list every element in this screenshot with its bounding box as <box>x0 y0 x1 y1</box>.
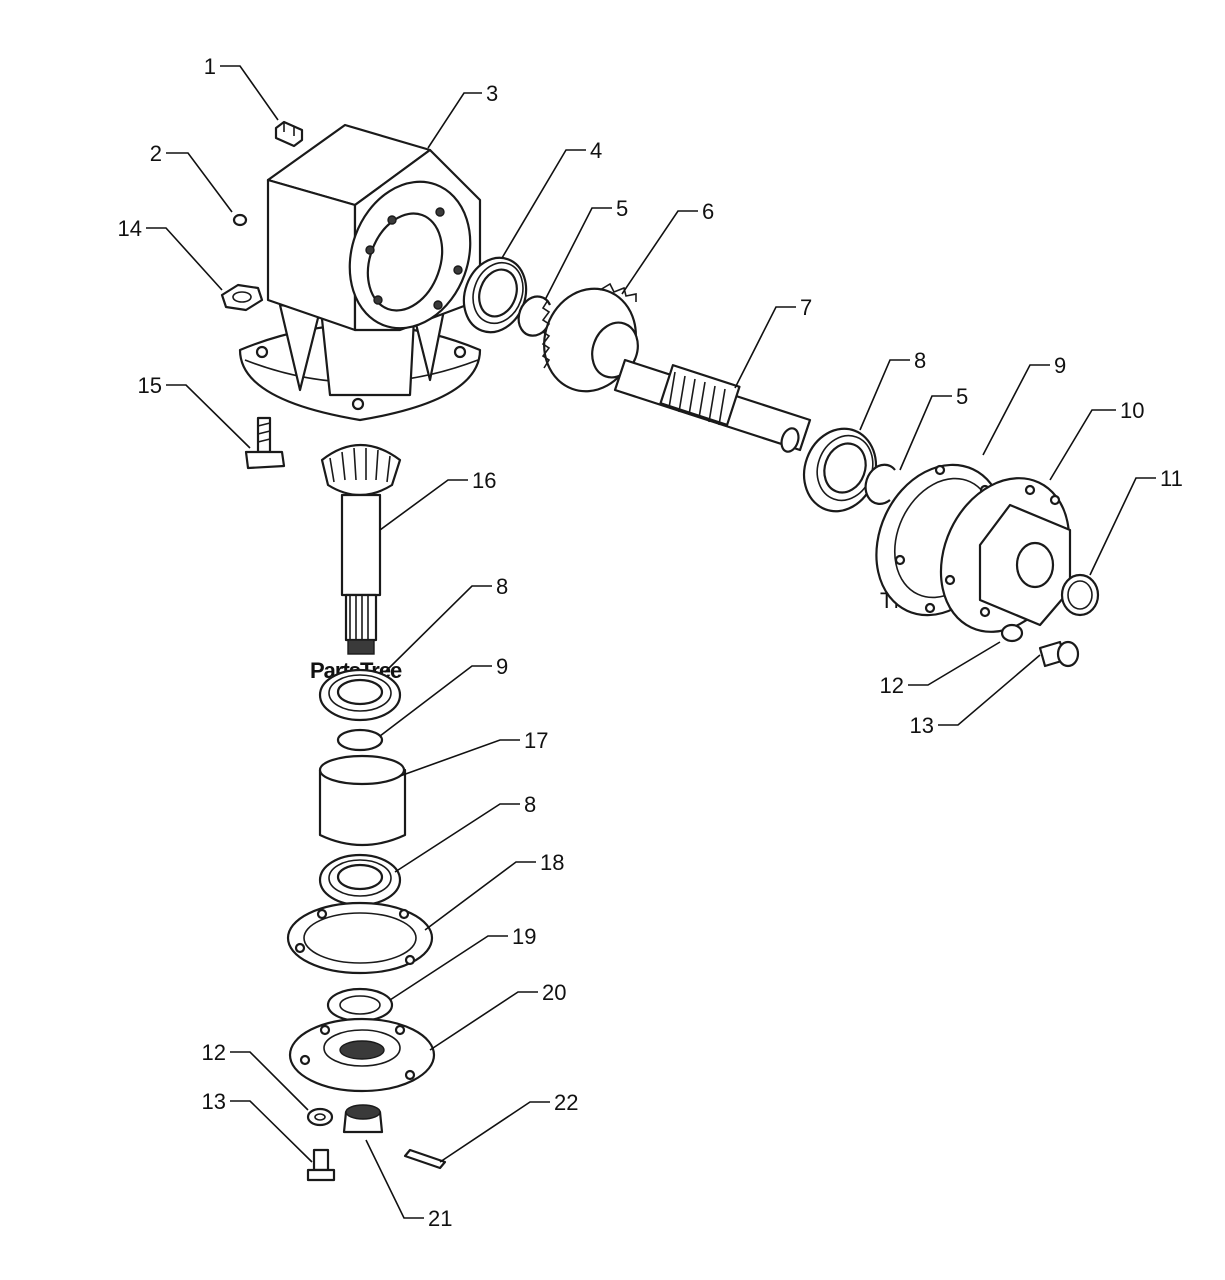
callout-6: 6 <box>702 199 714 224</box>
part-12-washer-side[interactable] <box>1000 623 1024 643</box>
callout-21: 21 <box>428 1206 452 1231</box>
callout-11: 11 <box>1160 466 1183 491</box>
part-7-input-shaft[interactable] <box>613 358 812 454</box>
callout-18: 18 <box>540 850 564 875</box>
callout-7: 7 <box>800 295 812 320</box>
part-1-vent-plug[interactable] <box>274 120 304 148</box>
part-11-oil-seal[interactable] <box>1060 573 1100 617</box>
part-4-bearing[interactable] <box>454 249 536 341</box>
part-5-snap-ring-lower[interactable] <box>864 463 896 505</box>
callout-labels: 1 2 3 4 5 6 7 8 5 9 10 11 14 15 16 8 9 1… <box>118 54 1183 1231</box>
callout-2: 2 <box>150 141 162 166</box>
part-2-grease-fitting[interactable] <box>232 213 248 227</box>
part-21-castle-nut[interactable] <box>342 1104 384 1134</box>
callout-13-side: 13 <box>910 713 934 738</box>
part-18-gasket-bottom[interactable] <box>286 901 434 975</box>
callout-1: 1 <box>204 54 216 79</box>
callout-8-upper: 8 <box>496 574 508 599</box>
callout-16: 16 <box>472 468 496 493</box>
callout-14: 14 <box>118 216 142 241</box>
part-15-bolt[interactable] <box>244 416 286 470</box>
callout-3: 3 <box>486 81 498 106</box>
part-10-side-cover[interactable] <box>917 457 1093 653</box>
part-16-pinion-shaft[interactable] <box>320 443 402 655</box>
part-5-snap-ring-upper[interactable] <box>517 295 552 337</box>
part-17-spacer-sleeve[interactable] <box>318 754 407 847</box>
part-3-gearbox-housing[interactable] <box>238 123 490 422</box>
part-20-bottom-cover[interactable] <box>288 1017 436 1093</box>
callout-19: 19 <box>512 924 536 949</box>
callout-15: 15 <box>138 373 162 398</box>
part-14-nut[interactable] <box>220 283 264 312</box>
callout-10: 10 <box>1120 398 1144 423</box>
leader-lines <box>146 65 1156 1219</box>
callout-12-side: 12 <box>880 673 904 698</box>
callout-9-pinion: 9 <box>496 654 508 679</box>
part-8-bearing-shaft[interactable] <box>793 419 888 522</box>
callout-8-shaft: 8 <box>914 348 926 373</box>
callout-9-side: 9 <box>1054 353 1066 378</box>
callout-17: 17 <box>524 728 548 753</box>
callout-12-bottom: 12 <box>202 1040 226 1065</box>
callout-8-lower: 8 <box>524 792 536 817</box>
part-13-bolt-side[interactable] <box>1038 640 1080 668</box>
part-13-bolt-bottom[interactable] <box>306 1148 336 1182</box>
callout-20: 20 <box>542 980 566 1005</box>
callout-5-lower: 5 <box>956 384 968 409</box>
part-8-bearing-upper[interactable] <box>318 668 402 722</box>
callout-22: 22 <box>554 1090 578 1115</box>
part-12-washer-bottom[interactable] <box>306 1107 334 1127</box>
part-19-oil-seal-bottom[interactable] <box>326 987 394 1023</box>
callout-13-bottom: 13 <box>202 1089 226 1114</box>
callout-5-upper: 5 <box>616 196 628 221</box>
callout-4: 4 <box>590 138 602 163</box>
part-9-snap-ring-pinion[interactable] <box>336 728 384 752</box>
part-22-cotter-pin[interactable] <box>403 1148 447 1170</box>
part-8-bearing-lower[interactable] <box>318 853 402 907</box>
